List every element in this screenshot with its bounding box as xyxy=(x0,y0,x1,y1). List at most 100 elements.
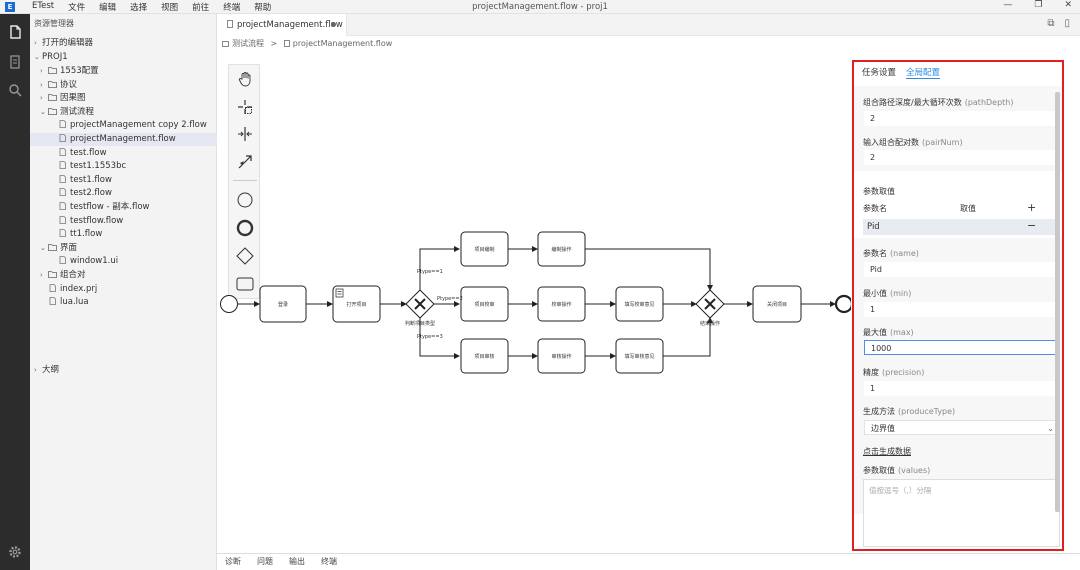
pair-num-input[interactable]: 2 xyxy=(864,150,1060,165)
end-event-icon[interactable] xyxy=(233,217,257,239)
param-row-selected[interactable]: Pid xyxy=(863,219,1060,235)
edge-ptype-1[interactable] xyxy=(419,246,460,290)
add-param-button[interactable]: + xyxy=(1027,201,1037,214)
open-editors-section[interactable]: ›打开的编辑器 xyxy=(34,38,94,48)
task-login[interactable] xyxy=(259,285,307,323)
unsaved-dot-icon[interactable] xyxy=(331,22,336,27)
breadcrumb-folder[interactable]: 测试流程 xyxy=(232,39,264,48)
file-icon xyxy=(283,40,290,47)
hand-tool-icon[interactable] xyxy=(233,68,257,90)
values-textarea[interactable]: 值按逗号（,）分隔 xyxy=(863,479,1060,547)
close-icon[interactable]: ✕ xyxy=(1064,0,1072,10)
menu-go[interactable]: 前往 xyxy=(192,3,210,13)
restore-icon[interactable]: ❐ xyxy=(1034,0,1043,10)
menu-app[interactable]: ETest xyxy=(32,1,55,11)
tree-file[interactable]: testflow.flow xyxy=(30,215,217,228)
menu-file[interactable]: 文件 xyxy=(68,3,86,13)
tree-file[interactable]: projectManagement copy 2.flow xyxy=(30,119,217,132)
tab-problems[interactable]: 问题 xyxy=(257,557,273,566)
file-icon xyxy=(48,297,57,306)
edge-ptype-3[interactable] xyxy=(419,318,460,359)
edge[interactable] xyxy=(585,248,713,291)
path-depth-input[interactable]: 2 xyxy=(864,111,1060,126)
minimize-icon[interactable]: — xyxy=(1003,0,1013,10)
task-review-op[interactable] xyxy=(537,338,586,374)
task-check-op[interactable] xyxy=(537,286,586,322)
connect-tool-icon[interactable] xyxy=(233,151,257,173)
task-icon[interactable] xyxy=(233,273,257,295)
end-event[interactable] xyxy=(834,294,851,314)
space-tool-icon[interactable] xyxy=(233,123,257,145)
remove-param-button[interactable]: − xyxy=(1027,219,1037,232)
tree-file[interactable]: test2.flow xyxy=(30,187,217,200)
task-edit-op[interactable] xyxy=(537,231,586,267)
tree-file[interactable]: test.flow xyxy=(30,147,217,160)
settings-gear-icon[interactable] xyxy=(7,544,23,560)
explorer-sidebar: 资源管理器 ›打开的编辑器 ⌄PROJ1 ›1553配置›协议›因果图⌄测试流程… xyxy=(30,14,217,570)
tab-output[interactable]: 输出 xyxy=(289,557,305,566)
file-icon xyxy=(58,215,67,224)
task-check-project[interactable] xyxy=(460,286,509,322)
tab-global-config[interactable]: 全局配置 xyxy=(906,68,941,79)
project-root[interactable]: ⌄PROJ1 xyxy=(34,52,68,62)
tree-file[interactable]: test1.flow xyxy=(30,174,217,187)
label-edge-ptype-2: Ptype==2 xyxy=(437,296,463,302)
tree-file[interactable]: projectManagement.flow xyxy=(30,133,217,146)
split-editor-icon[interactable]: ▯ xyxy=(1064,18,1070,29)
task-open-project[interactable] xyxy=(332,285,381,323)
tree-file[interactable]: window1.ui xyxy=(30,255,217,268)
gateway-icon[interactable] xyxy=(233,245,257,267)
editor-tab[interactable]: projectManagement.flow xyxy=(217,14,347,36)
menu-view[interactable]: 视图 xyxy=(161,3,179,13)
breadcrumb-separator: > xyxy=(270,39,278,48)
precision-input[interactable]: 1 xyxy=(864,381,1060,396)
task-review-project[interactable] xyxy=(460,338,509,374)
tab-task-settings[interactable]: 任务设置 xyxy=(862,68,897,78)
gateway-right[interactable] xyxy=(695,289,725,319)
name-input[interactable]: Pid xyxy=(864,262,1060,277)
outline-section[interactable]: ›大纲 xyxy=(34,365,60,375)
edge[interactable] xyxy=(663,317,713,357)
tree-folder[interactable]: ›因果图 xyxy=(30,92,217,105)
tree-file[interactable]: index.prj xyxy=(30,283,217,296)
produce-type-select[interactable]: 边界值 ⌄ xyxy=(864,420,1060,435)
tree-folder[interactable]: ›1553配置 xyxy=(30,65,217,78)
tree-folder[interactable]: ⌄界面 xyxy=(30,242,217,255)
tree-file[interactable]: test1.1553bc xyxy=(30,160,217,173)
start-event[interactable] xyxy=(220,295,238,313)
tree-file[interactable]: testflow - 副本.flow xyxy=(30,201,217,214)
breadcrumb-file[interactable]: projectManagement.flow xyxy=(292,39,393,48)
tab-terminal[interactable]: 终端 xyxy=(321,557,337,566)
file-icon xyxy=(58,134,67,142)
tab-diagnostics[interactable]: 诊断 xyxy=(225,557,241,566)
menu-edit[interactable]: 编辑 xyxy=(99,3,117,13)
tree-folder[interactable]: ›组合对 xyxy=(30,269,217,282)
menu-help[interactable]: 帮助 xyxy=(254,3,272,13)
file-icon xyxy=(227,20,233,28)
max-input[interactable]: 1000 xyxy=(864,340,1060,355)
explorer-icon[interactable] xyxy=(7,24,23,40)
tree-file[interactable]: tt1.flow xyxy=(30,228,217,241)
tree-folder[interactable]: ⌄测试流程 xyxy=(30,106,217,119)
tree-folder[interactable]: ›协议 xyxy=(30,79,217,92)
generate-data-link[interactable]: 点击生成数据 xyxy=(863,447,911,456)
files-icon[interactable] xyxy=(7,54,23,70)
menu-select[interactable]: 选择 xyxy=(130,3,148,13)
search-icon[interactable] xyxy=(7,82,23,98)
start-event-icon[interactable] xyxy=(233,189,257,211)
name-label: 参数名(name) xyxy=(863,249,919,258)
menu-terminal[interactable]: 终端 xyxy=(223,3,241,13)
open-changes-icon[interactable]: ⧉ xyxy=(1047,18,1055,29)
task-fill-review[interactable] xyxy=(615,338,664,374)
task-edit-project[interactable] xyxy=(460,231,509,267)
task-fill-check[interactable] xyxy=(615,286,664,322)
tree-file[interactable]: lua.lua xyxy=(30,296,217,309)
max-label: 最大值(max) xyxy=(863,328,914,337)
gateway-left[interactable] xyxy=(405,289,435,319)
min-input[interactable]: 1 xyxy=(864,302,1060,317)
task-close-project[interactable] xyxy=(752,285,802,323)
lasso-tool-icon[interactable] xyxy=(233,96,257,118)
chevron-right-icon: › xyxy=(40,94,43,103)
properties-scrollbar[interactable] xyxy=(1055,92,1060,512)
col-param-value: 取值 xyxy=(960,204,976,213)
